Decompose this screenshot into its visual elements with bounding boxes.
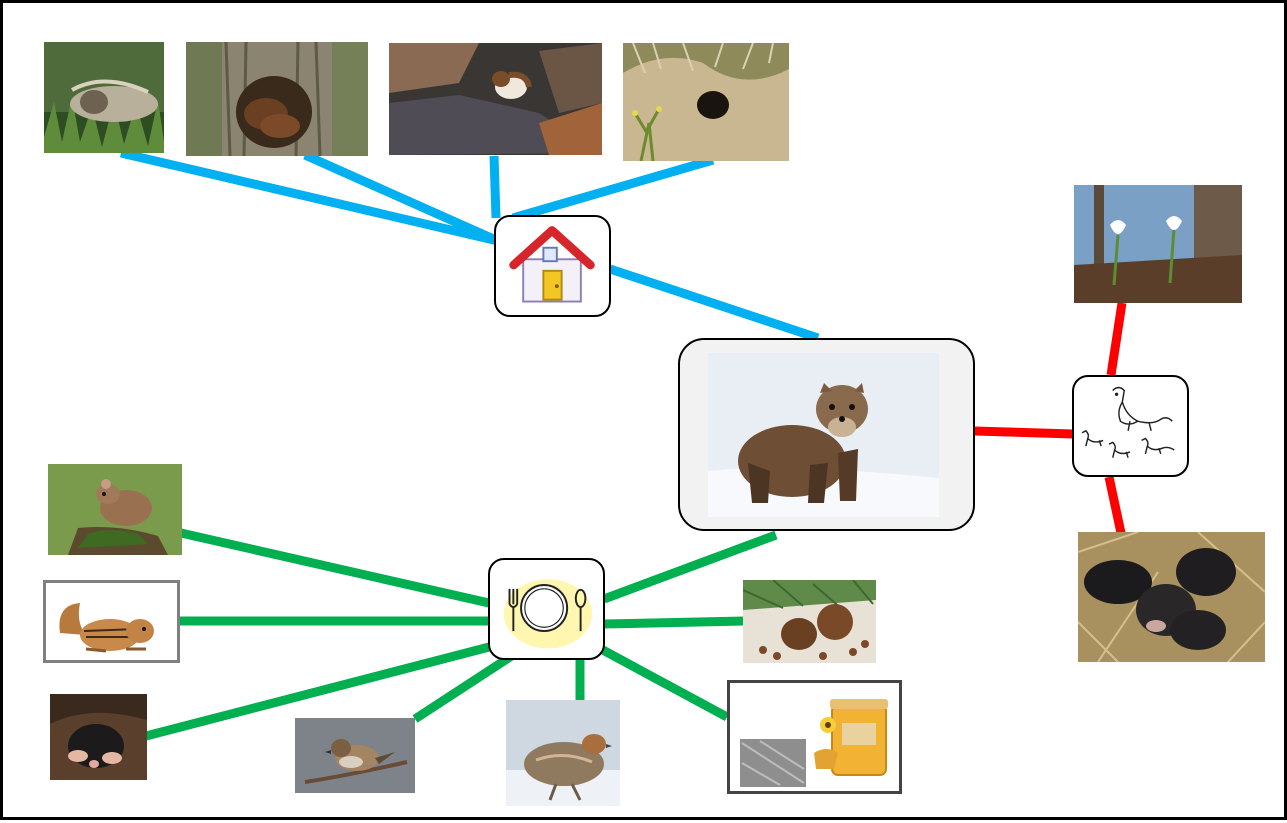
link-center-offspring [973, 426, 1074, 439]
rocks-photo [389, 43, 602, 155]
marten-family-drawing-icon [1081, 386, 1175, 458]
link-food-mole [144, 641, 495, 741]
house-icon [509, 226, 595, 303]
habitat-hub [494, 215, 611, 317]
offspring-hub [1072, 375, 1189, 477]
link-offspring-snowdrops [1106, 302, 1127, 376]
link-habitat-tree-hollow [303, 150, 500, 246]
food-hub [488, 558, 605, 660]
pine-cones-photo [743, 580, 876, 663]
sparrow-photo [295, 718, 415, 793]
link-food-pinecones [603, 616, 745, 629]
link-habitat-rocks [489, 155, 501, 219]
link-habitat-burrow [511, 155, 715, 223]
link-offspring-kits [1104, 476, 1126, 534]
link-center-food [602, 530, 778, 604]
kits-photo [1078, 532, 1265, 662]
chipmunk-photo [43, 580, 180, 663]
tree-hollow-photo [186, 42, 368, 156]
link-food-honey [598, 645, 730, 721]
link-food-mouse [180, 528, 490, 608]
snowdrops-photo [1074, 185, 1242, 303]
mouse-photo [48, 464, 182, 555]
partridge-photo [506, 700, 620, 806]
hollow-log-photo [44, 42, 164, 153]
honey-photo [727, 680, 902, 794]
link-center-habitat [608, 264, 820, 343]
marten-photo [708, 353, 939, 517]
link-habitat-hollow-log [119, 148, 500, 246]
link-food-sparrow [412, 651, 516, 723]
plate-fork-spoon-icon [503, 579, 593, 649]
burrow-photo [623, 43, 789, 161]
mole-photo [50, 694, 147, 780]
